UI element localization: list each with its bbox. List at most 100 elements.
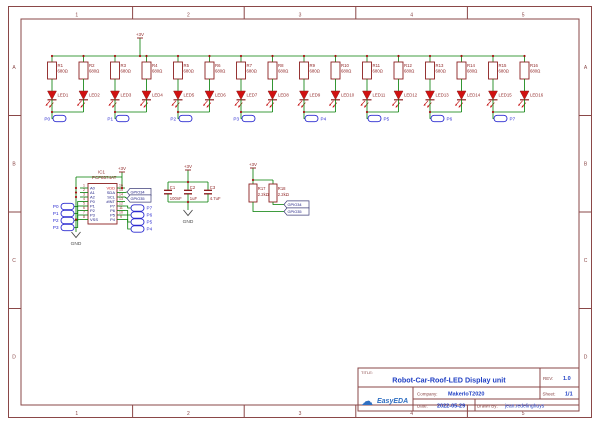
- led-LED4[interactable]: LED4: [140, 79, 163, 108]
- led-LED13[interactable]: LED13: [423, 79, 449, 108]
- led-LED12[interactable]: LED12: [392, 79, 418, 108]
- pin-header-P3[interactable]: P3: [233, 114, 256, 123]
- resistor-value: 680Ω: [499, 69, 510, 74]
- capacitor-value: 1uF: [190, 196, 198, 201]
- ic-header-P3[interactable]: P3: [53, 223, 75, 232]
- ic-header-P2[interactable]: P2: [53, 216, 75, 225]
- led-LED2[interactable]: LED2: [77, 79, 100, 108]
- capacitor-C3[interactable]: C34.7uF: [204, 182, 221, 202]
- junction-dot: [120, 186, 124, 190]
- led-LED5[interactable]: LED5: [171, 79, 195, 108]
- ic-header-P0[interactable]: P0: [53, 202, 75, 211]
- led-LED1[interactable]: LED1: [45, 79, 69, 108]
- sheet-value: 1/1: [565, 392, 573, 398]
- wire: [366, 99, 399, 119]
- led-triangle-icon: [141, 90, 152, 101]
- vcc-flag-label: +3V: [184, 164, 192, 169]
- pin-number: 12: [119, 202, 123, 206]
- junction-dot: [365, 110, 369, 114]
- led-LED10[interactable]: LED10: [329, 79, 355, 108]
- net-flag-GPIO34[interactable]: GPIO34: [283, 200, 310, 209]
- led-LED3[interactable]: LED3: [108, 79, 132, 108]
- led-emission-arrowhead-icon: [392, 103, 395, 106]
- resistor-ref: R13: [436, 63, 444, 68]
- resistor-ref: R9: [310, 63, 316, 68]
- pin-header-P1[interactable]: P1: [107, 114, 130, 123]
- wire: [51, 99, 84, 119]
- pin-icon: [115, 114, 130, 123]
- pin-icon: [130, 204, 145, 212]
- header-ref: P7: [510, 116, 516, 121]
- led-LED9[interactable]: LED9: [297, 79, 321, 108]
- led-LED14[interactable]: LED14: [455, 79, 481, 108]
- capacitor-plates: [164, 189, 172, 195]
- led-emission-arrowhead-icon: [458, 105, 461, 108]
- pin-icon: [304, 114, 319, 123]
- title-block[interactable]: TITLE: Robot-Car-Roof-LED Display unit R…: [357, 367, 580, 412]
- resistor-body: [393, 61, 404, 80]
- junction-dot: [74, 195, 78, 199]
- header-ref: P1: [53, 211, 59, 216]
- led-LED6[interactable]: LED6: [203, 79, 226, 108]
- junction-dot: [523, 54, 526, 58]
- pin-header-P7[interactable]: P7: [493, 114, 516, 123]
- led-LED7[interactable]: LED7: [234, 79, 258, 108]
- led-emission-arrowhead-icon: [297, 103, 300, 106]
- junction-dot: [74, 191, 78, 194]
- led-emission-arrowhead-icon: [112, 105, 115, 108]
- ic-header-P1[interactable]: P1: [53, 209, 75, 218]
- header-ref: P0: [44, 116, 50, 121]
- company-label: Company:: [417, 392, 438, 397]
- led-emission-arrowhead-icon: [518, 103, 521, 106]
- pin-header-P4[interactable]: P4: [304, 114, 327, 123]
- led-emission-arrowhead-icon: [332, 105, 335, 108]
- pin-header-P6[interactable]: P6: [430, 114, 453, 123]
- led-LED8[interactable]: LED8: [266, 79, 289, 108]
- ic-header-P6[interactable]: P6: [130, 211, 153, 219]
- led-emission-arrowhead-icon: [203, 103, 206, 106]
- pin-header-P2[interactable]: P2: [170, 114, 193, 123]
- resistor-body: [488, 61, 498, 80]
- net-flag-GPIO35[interactable]: GPIO35: [283, 207, 310, 216]
- junction-dot: [334, 54, 337, 58]
- pin-name: VDD: [107, 186, 116, 191]
- net-flag-GPIO35[interactable]: GPIO35: [126, 194, 152, 203]
- pin-header-P5[interactable]: P5: [367, 114, 390, 123]
- ic-header-P4[interactable]: P4: [130, 225, 153, 233]
- pin-number: 2: [83, 188, 85, 192]
- ic-header-P7[interactable]: P7: [130, 204, 153, 212]
- led-LED15[interactable]: LED15: [486, 79, 512, 108]
- net-flag-GPIO34[interactable]: GPIO34: [126, 188, 152, 196]
- ic-header-P5[interactable]: P5: [130, 218, 153, 226]
- junction-dot: [239, 54, 243, 58]
- resistor-value: 680Ω: [467, 69, 478, 74]
- led-LED16[interactable]: LED16: [518, 79, 544, 108]
- led-LED11[interactable]: LED11: [360, 79, 386, 108]
- pin-header-P0[interactable]: P0: [44, 114, 67, 123]
- pin-name: P7: [110, 204, 116, 209]
- wire: [303, 99, 336, 119]
